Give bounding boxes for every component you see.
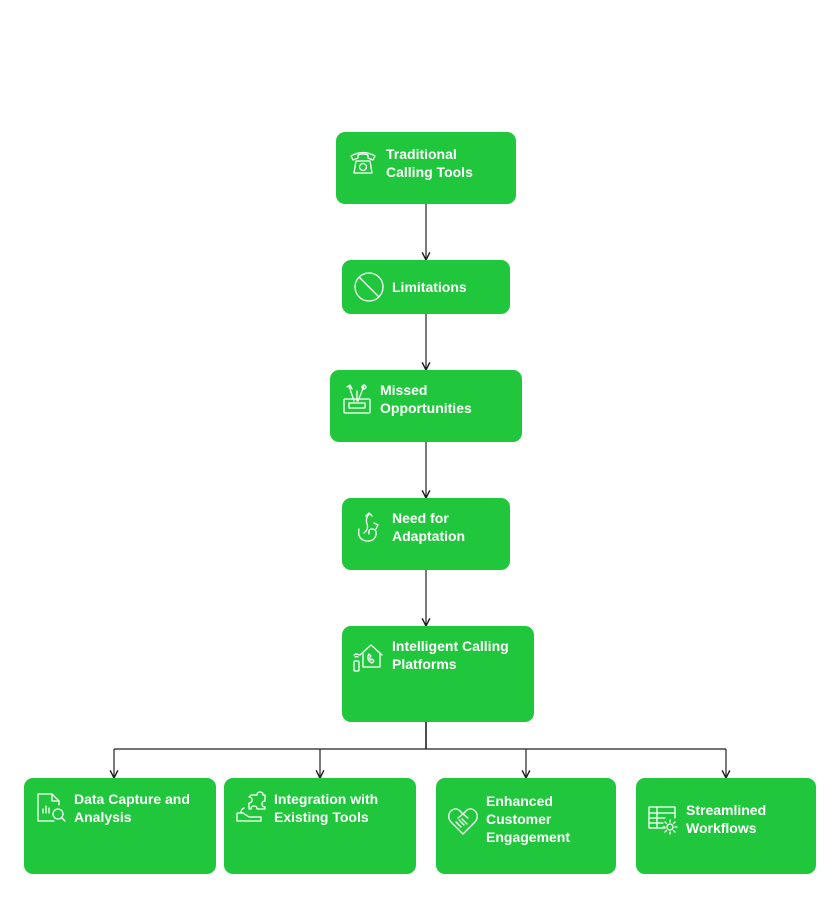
node-label: Missed Opportunities [380,382,472,416]
document-analysis-icon [35,791,67,825]
node-label: Limitations [392,279,467,295]
node-data-capture-and-analysis: Data Capture and Analysis [24,778,216,874]
tools-box-icon [342,383,372,415]
node-label: Data Capture and Analysis [74,791,190,825]
node-label: Integration with Existing Tools [274,791,379,825]
node-label: Need for Adaptation [392,510,466,544]
node-integration-with-existing-tools: Integration with Existing Tools [224,778,416,874]
node-enhanced-customer-engagement: Enhanced Customer Engagement [436,778,616,874]
smart-home-phone-icon [352,641,384,673]
node-need-for-adaptation: Need for Adaptation [342,498,510,570]
node-label: Streamlined Workflows [686,802,767,836]
adaptation-arrows-icon [354,511,384,545]
node-label: Traditional Calling Tools [386,146,473,180]
node-limitations: Limitations [342,260,510,314]
node-streamlined-workflows: Streamlined Workflows [636,778,816,874]
puzzle-hand-icon [235,791,267,823]
node-label: Intelligent Calling Platforms [392,638,509,672]
node-missed-opportunities: Missed Opportunities [330,370,522,442]
prohibited-icon [353,271,385,303]
node-label: Enhanced Customer Engagement [486,793,571,845]
handshake-heart-icon [447,806,479,836]
table-gear-icon [647,804,679,836]
node-intelligent-calling-platforms: Intelligent Calling Platforms [342,626,534,722]
node-traditional-calling-tools: Traditional Calling Tools [336,132,516,204]
telephone-icon [348,147,378,177]
